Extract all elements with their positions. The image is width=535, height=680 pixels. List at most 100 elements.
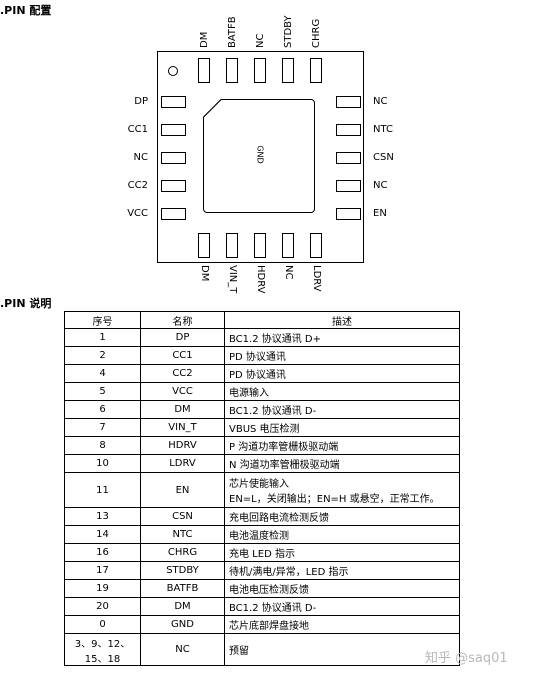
cell-no: 8 bbox=[64, 436, 141, 455]
pin-config-heading: .PIN 配置 bbox=[0, 4, 52, 17]
pin-right-label-1: NC bbox=[373, 96, 388, 107]
en-desc-line2: EN=L，关闭输出；EN=H 或悬空，正常工作。 bbox=[229, 494, 440, 505]
cell-desc: BC1.2 协议通讯 D- bbox=[224, 597, 460, 616]
pin-right-label-4: NC bbox=[373, 180, 388, 191]
cell-no: 5 bbox=[64, 382, 141, 401]
pin-right-5 bbox=[336, 208, 361, 220]
pin-left-5 bbox=[161, 208, 186, 220]
cell-no: 0 bbox=[64, 615, 141, 634]
pin1-marker bbox=[168, 66, 178, 76]
cell-name: CC2 bbox=[140, 364, 225, 383]
pin-left-2 bbox=[161, 124, 186, 136]
cell-desc: 电池电压检测反馈 bbox=[224, 579, 460, 598]
cell-desc: 预留 bbox=[224, 633, 460, 666]
pin-left-4 bbox=[161, 180, 186, 192]
pin-top-label-4: STDBY bbox=[283, 15, 294, 48]
cell-no: 20 bbox=[64, 597, 141, 616]
pin-right-label-2: NTC bbox=[373, 124, 393, 135]
cell-desc: 芯片底部焊盘接地 bbox=[224, 615, 460, 634]
pin-left-3 bbox=[161, 152, 186, 164]
pin-bottom-1 bbox=[198, 233, 210, 258]
cell-desc: BC1.2 协议通讯 D- bbox=[224, 400, 460, 419]
cell-name: STDBY bbox=[140, 561, 225, 580]
pin-bottom-2 bbox=[226, 233, 238, 258]
pin-desc-heading: .PIN 说明 bbox=[0, 297, 52, 310]
cell-no: 2 bbox=[64, 346, 141, 365]
header-no: 序号 bbox=[64, 311, 141, 329]
pin-top-label-5: CHRG bbox=[311, 18, 322, 48]
pin-right-4 bbox=[336, 180, 361, 192]
cell-no: 7 bbox=[64, 418, 141, 437]
watermark: 知乎 @saq01 bbox=[425, 651, 508, 666]
cell-name: CSN bbox=[140, 507, 225, 526]
pin-right-1 bbox=[336, 96, 361, 108]
cell-name: BATFB bbox=[140, 579, 225, 598]
pin-right-2 bbox=[336, 124, 361, 136]
pin-right-3 bbox=[336, 152, 361, 164]
cell-name: DM bbox=[140, 400, 225, 419]
cell-no: 11 bbox=[64, 472, 141, 508]
cell-desc: 芯片使能输入 EN=L，关闭输出；EN=H 或悬空，正常工作。 bbox=[224, 472, 460, 508]
cell-name: EN bbox=[140, 472, 225, 508]
pin-top-5 bbox=[310, 58, 322, 83]
cell-name: NTC bbox=[140, 525, 225, 544]
cell-desc: 充电回路电流检测反馈 bbox=[224, 507, 460, 526]
pin-top-1 bbox=[198, 58, 210, 83]
pin-bottom-label-3: HDRV bbox=[255, 265, 266, 294]
cell-desc: VBUS 电压检测 bbox=[224, 418, 460, 437]
pin-left-label-5: VCC bbox=[127, 208, 148, 219]
cell-no: 14 bbox=[64, 525, 141, 544]
pin-left-label-2: CC1 bbox=[127, 124, 148, 135]
cell-desc: BC1.2 协议通讯 D+ bbox=[224, 328, 460, 347]
pin-bottom-5 bbox=[310, 233, 322, 258]
thermal-pad bbox=[203, 99, 315, 213]
pin-bottom-4 bbox=[282, 233, 294, 258]
pin-top-2 bbox=[226, 58, 238, 83]
pin-left-label-3: NC bbox=[133, 152, 148, 163]
cell-name: NC bbox=[140, 633, 225, 666]
pin-right-label-3: CSN bbox=[373, 152, 394, 163]
pin-bottom-3 bbox=[254, 233, 266, 258]
cell-name: DP bbox=[140, 328, 225, 347]
pin-top-label-2: BATFB bbox=[227, 16, 238, 48]
pin-top-label-3: NC bbox=[255, 33, 266, 48]
pin-left-label-4: CC2 bbox=[127, 180, 148, 191]
cell-name: CC1 bbox=[140, 346, 225, 365]
pin-left-label-1: DP bbox=[134, 96, 148, 107]
en-desc-line1: 芯片使能输入 bbox=[229, 479, 289, 490]
pin-top-3 bbox=[254, 58, 266, 83]
pin-top-4 bbox=[282, 58, 294, 83]
cell-name: LDRV bbox=[140, 454, 225, 473]
cell-desc: 电池温度检测 bbox=[224, 525, 460, 544]
cell-desc: 待机/满电/异常，LED 指示 bbox=[224, 561, 460, 580]
cell-name: GND bbox=[140, 615, 225, 634]
header-name: 名称 bbox=[140, 311, 225, 329]
pin-bottom-label-5: LDRV bbox=[311, 265, 322, 292]
table-header-row: 序号 名称 描述 bbox=[64, 311, 460, 329]
cell-desc: 充电 LED 指示 bbox=[224, 543, 460, 562]
cell-name: HDRV bbox=[140, 436, 225, 455]
cell-no: 6 bbox=[64, 400, 141, 419]
cell-no: 16 bbox=[64, 543, 141, 562]
pin-left-1 bbox=[161, 96, 186, 108]
cell-name: VCC bbox=[140, 382, 225, 401]
header-desc: 描述 bbox=[224, 311, 460, 329]
cell-no: 17 bbox=[64, 561, 141, 580]
cell-desc: 电源输入 bbox=[224, 382, 460, 401]
cell-desc: PD 协议通讯 bbox=[224, 346, 460, 365]
